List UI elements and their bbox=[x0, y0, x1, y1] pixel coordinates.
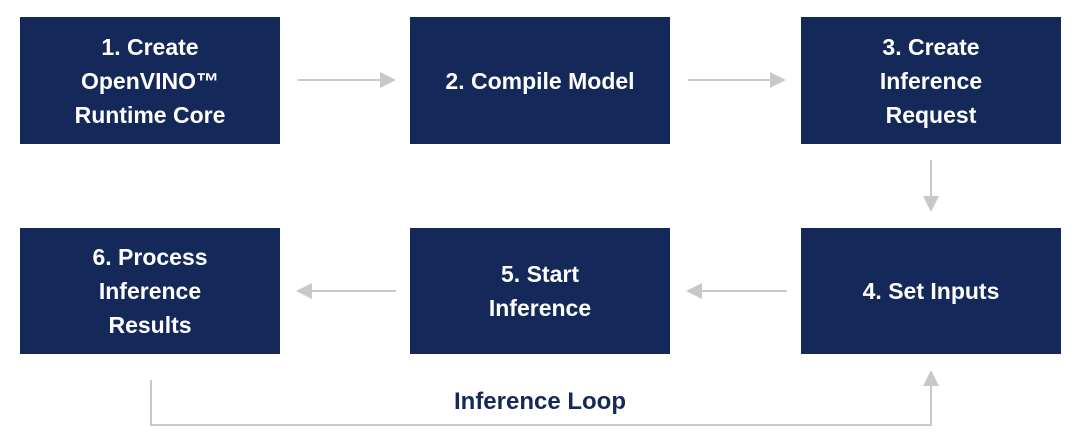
step-2-label: 2. Compile Model bbox=[445, 67, 635, 94]
step-set-inputs: 4. Set Inputs bbox=[801, 228, 1061, 354]
inference-loop-arrow bbox=[150, 370, 939, 426]
footer-text-fragment bbox=[0, 432, 1080, 447]
step-6-label: 6. Process Inference Results bbox=[92, 244, 208, 338]
inference-loop-label: Inference Loop bbox=[453, 388, 627, 415]
arrow-step4-to-step5 bbox=[686, 283, 787, 299]
arrow-step2-to-step3 bbox=[688, 72, 786, 88]
step-1-label: 1. Create OpenVINO™ Runtime Core bbox=[74, 33, 226, 128]
arrow-step3-to-step4 bbox=[923, 160, 939, 212]
step-compile-model: 2. Compile Model bbox=[410, 17, 670, 144]
step-create-runtime-core: 1. Create OpenVINO™ Runtime Core bbox=[20, 17, 280, 144]
step-create-inference-request: 3. Create Inference Request bbox=[801, 17, 1061, 144]
step-3-label: 3. Create Inference Request bbox=[879, 33, 983, 128]
step-process-inference-results: 6. Process Inference Results bbox=[20, 228, 280, 354]
arrow-step5-to-step6 bbox=[296, 283, 396, 299]
step-5-label: 5. Start Inference bbox=[488, 261, 592, 321]
arrow-step1-to-step2 bbox=[298, 72, 396, 88]
step-start-inference: 5. Start Inference bbox=[410, 228, 670, 354]
step-4-label: 4. Set Inputs bbox=[862, 278, 1000, 304]
